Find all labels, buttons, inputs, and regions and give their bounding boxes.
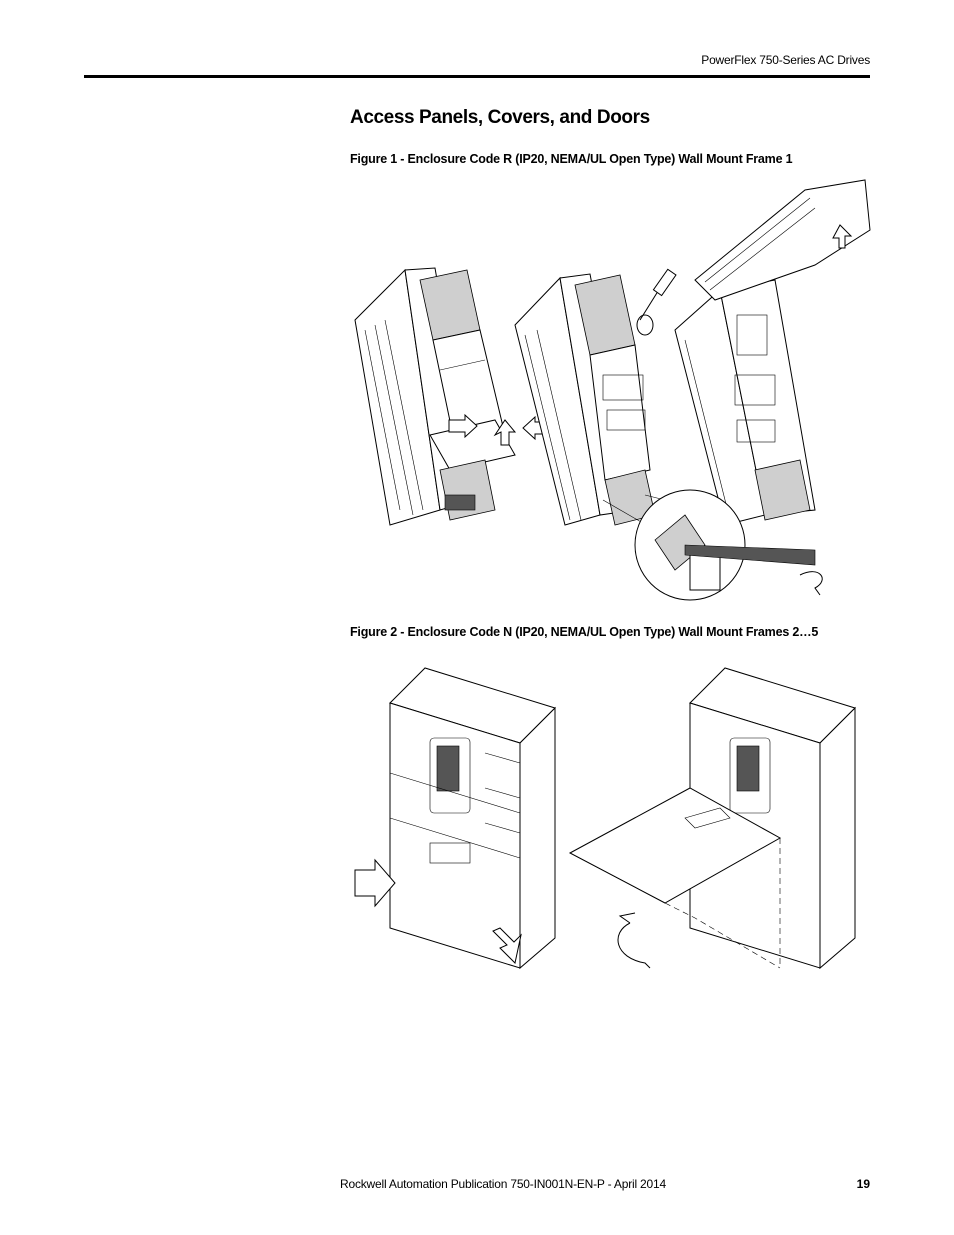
drive-2-screwdriver-release xyxy=(514,268,677,526)
drive-3-cover-lifted xyxy=(674,179,871,526)
drive-1-cover-removal xyxy=(354,267,517,526)
section-heading: Access Panels, Covers, and Doors xyxy=(350,107,650,128)
figure-1-caption: Figure 1 - Enclosure Code R (IP20, NEMA/… xyxy=(350,152,793,166)
figure-1-frame1-illustration xyxy=(345,170,875,610)
drive-right-cover-open xyxy=(568,667,856,970)
page-number: 19 xyxy=(856,1177,870,1191)
header-rule xyxy=(84,75,870,78)
drive-left-cover-closed xyxy=(354,667,556,970)
latch-detail-magnifier xyxy=(602,489,823,601)
figure-2-caption: Figure 2 - Enclosure Code N (IP20, NEMA/… xyxy=(350,625,819,639)
running-header: PowerFlex 750-Series AC Drives xyxy=(701,53,870,67)
figure-2-frames2-5-illustration xyxy=(345,648,875,973)
footer-publication: Rockwell Automation Publication 750-IN00… xyxy=(340,1177,666,1191)
